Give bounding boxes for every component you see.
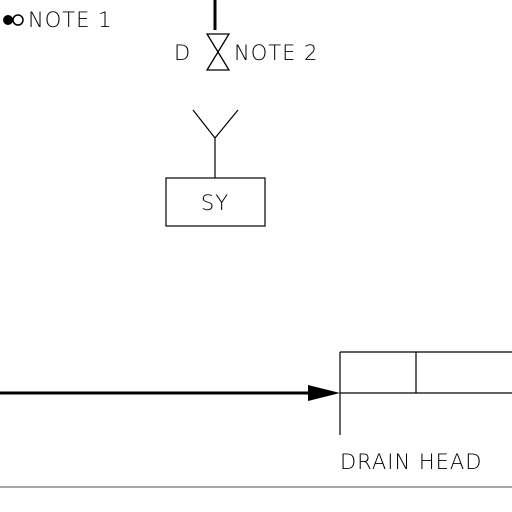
note2-label: NOTE 2 bbox=[234, 41, 318, 65]
note1-label: NOTE 1 bbox=[28, 8, 112, 32]
drain-header-box bbox=[339, 351, 512, 435]
drain-header-label: DRAIN HEAD bbox=[340, 450, 482, 474]
note1-symbol bbox=[3, 14, 24, 26]
sy-box bbox=[165, 177, 266, 227]
instrument-y-icon bbox=[192, 109, 239, 178]
valve-bowtie-icon bbox=[205, 33, 231, 71]
flow-arrow-icon bbox=[308, 385, 340, 401]
sy-box-label: SY bbox=[201, 191, 229, 215]
valve-d-tag: D bbox=[174, 41, 191, 65]
